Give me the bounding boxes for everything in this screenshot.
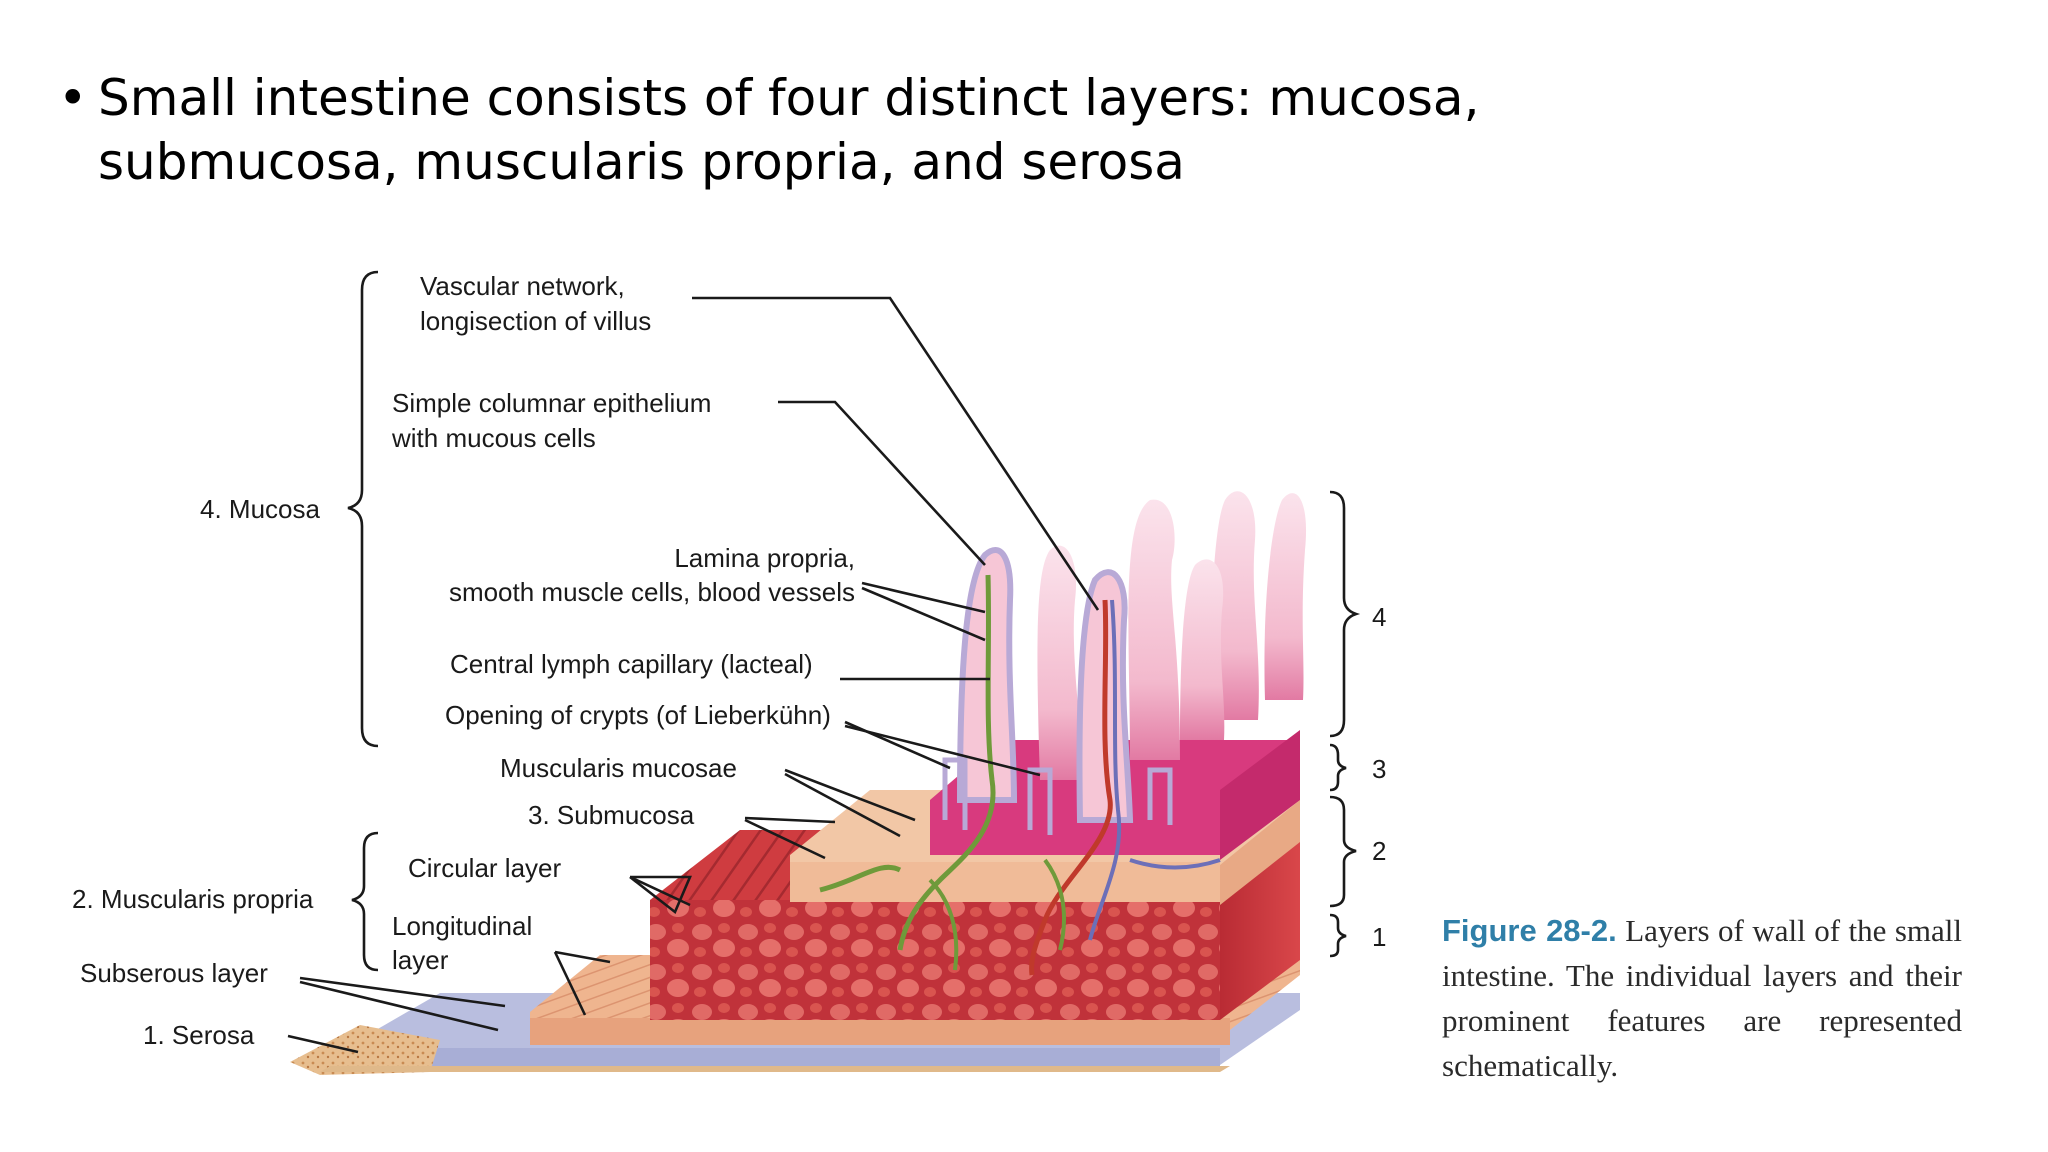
- label-lamina-propria: Lamina propria,: [674, 543, 855, 573]
- mucosa-side: [1220, 730, 1300, 860]
- muscularis-propria-brace: [351, 831, 379, 972]
- crypt: [942, 757, 968, 830]
- leader-circular: [629, 875, 692, 915]
- circular-muscle-front: [650, 900, 1220, 1020]
- brace-1: [1329, 913, 1347, 958]
- serosa-bottom-edge: [320, 1066, 1230, 1072]
- leader-subserous-1: [299, 976, 506, 1008]
- right-number-2: 2: [1372, 836, 1386, 866]
- blood-vessel: [1129, 858, 1221, 870]
- lacteal: [928, 878, 959, 971]
- label-crypts: Opening of crypts (of Lieberkühn): [445, 700, 831, 730]
- villus: [1210, 491, 1259, 720]
- bullet-point: • Small intestine consists of four disti…: [58, 66, 1758, 194]
- label-longitudinal-2: layer: [392, 945, 449, 975]
- label-vascular-network-2: longisection of villus: [420, 306, 651, 336]
- lacteal: [897, 574, 996, 951]
- villus: [1264, 493, 1307, 700]
- label-vascular-network: Vascular network,: [420, 271, 625, 301]
- label-subserous: Subserous layer: [80, 958, 268, 988]
- label-epithelium-2: with mucous cells: [391, 423, 596, 453]
- figure-number: Figure 28-2.: [1442, 913, 1617, 948]
- label-circular-layer: Circular layer: [408, 853, 561, 883]
- longitudinal-muscle-front: [530, 1018, 1230, 1045]
- leader-circular-2: [629, 875, 691, 907]
- label-submucosa: 3. Submucosa: [528, 800, 695, 830]
- label-mucosa: 4. Mucosa: [200, 494, 320, 524]
- bullet-text: Small intestine consists of four distinc…: [98, 69, 1480, 191]
- villus: [1037, 545, 1082, 780]
- leader-submucosa-2: [744, 818, 826, 860]
- leader-mm-2: [784, 772, 901, 838]
- serosa-front: [330, 1048, 1220, 1066]
- blood-vessel: [1029, 599, 1113, 976]
- tissue-block: [290, 491, 1307, 1075]
- brace-2: [1329, 795, 1357, 908]
- bullet-symbol: •: [58, 69, 88, 127]
- right-number-3: 3: [1372, 754, 1386, 784]
- leader-longitudinal-2: [553, 951, 587, 1016]
- leader-lamina-2: [861, 586, 986, 642]
- label-muscularis-mucosae: Muscularis mucosae: [500, 753, 737, 783]
- lacteal: [819, 864, 902, 893]
- leader-submucosa-1: [744, 816, 836, 824]
- villus: [1128, 499, 1180, 760]
- leader-subserous-2: [299, 980, 499, 1032]
- right-number-4: 4: [1372, 602, 1386, 632]
- leader-crypts-2: [844, 724, 1041, 777]
- label-central-lymph: Central lymph capillary (lacteal): [450, 649, 813, 679]
- label-longitudinal: Longitudinal: [392, 911, 532, 941]
- blood-vessel: [1088, 599, 1122, 941]
- leader-serosa: [287, 1034, 359, 1054]
- submucosa-side: [1220, 800, 1300, 905]
- subserous-layer: [290, 1025, 440, 1075]
- right-number-1: 1: [1372, 922, 1386, 952]
- leader-vascular: [692, 296, 1100, 611]
- label-epithelium: Simple columnar epithelium: [392, 388, 711, 418]
- leader-mm-1: [784, 768, 916, 822]
- figure-caption: Figure 28-2. Layers of wall of the small…: [1442, 908, 1962, 1088]
- label-lamina-propria-2: smooth muscle cells, blood vessels: [449, 577, 855, 607]
- leader-lamina-1: [861, 581, 986, 614]
- submucosa-front: [790, 862, 1220, 902]
- brace-4: [1329, 490, 1361, 738]
- villus: [1180, 559, 1225, 740]
- brace-3: [1329, 743, 1347, 792]
- label-serosa: 1. Serosa: [143, 1020, 255, 1050]
- crypt: [1147, 767, 1173, 825]
- leader-epithelium: [778, 400, 986, 566]
- caption-text: Layers of wall of the small intestine. T…: [1442, 913, 1963, 1083]
- mucosa-brace: [347, 270, 379, 748]
- leader-longitudinal-1: [554, 950, 611, 964]
- crypt: [1027, 767, 1053, 835]
- label-muscularis-propria: 2. Muscularis propria: [72, 884, 314, 914]
- lacteal: [1043, 858, 1067, 951]
